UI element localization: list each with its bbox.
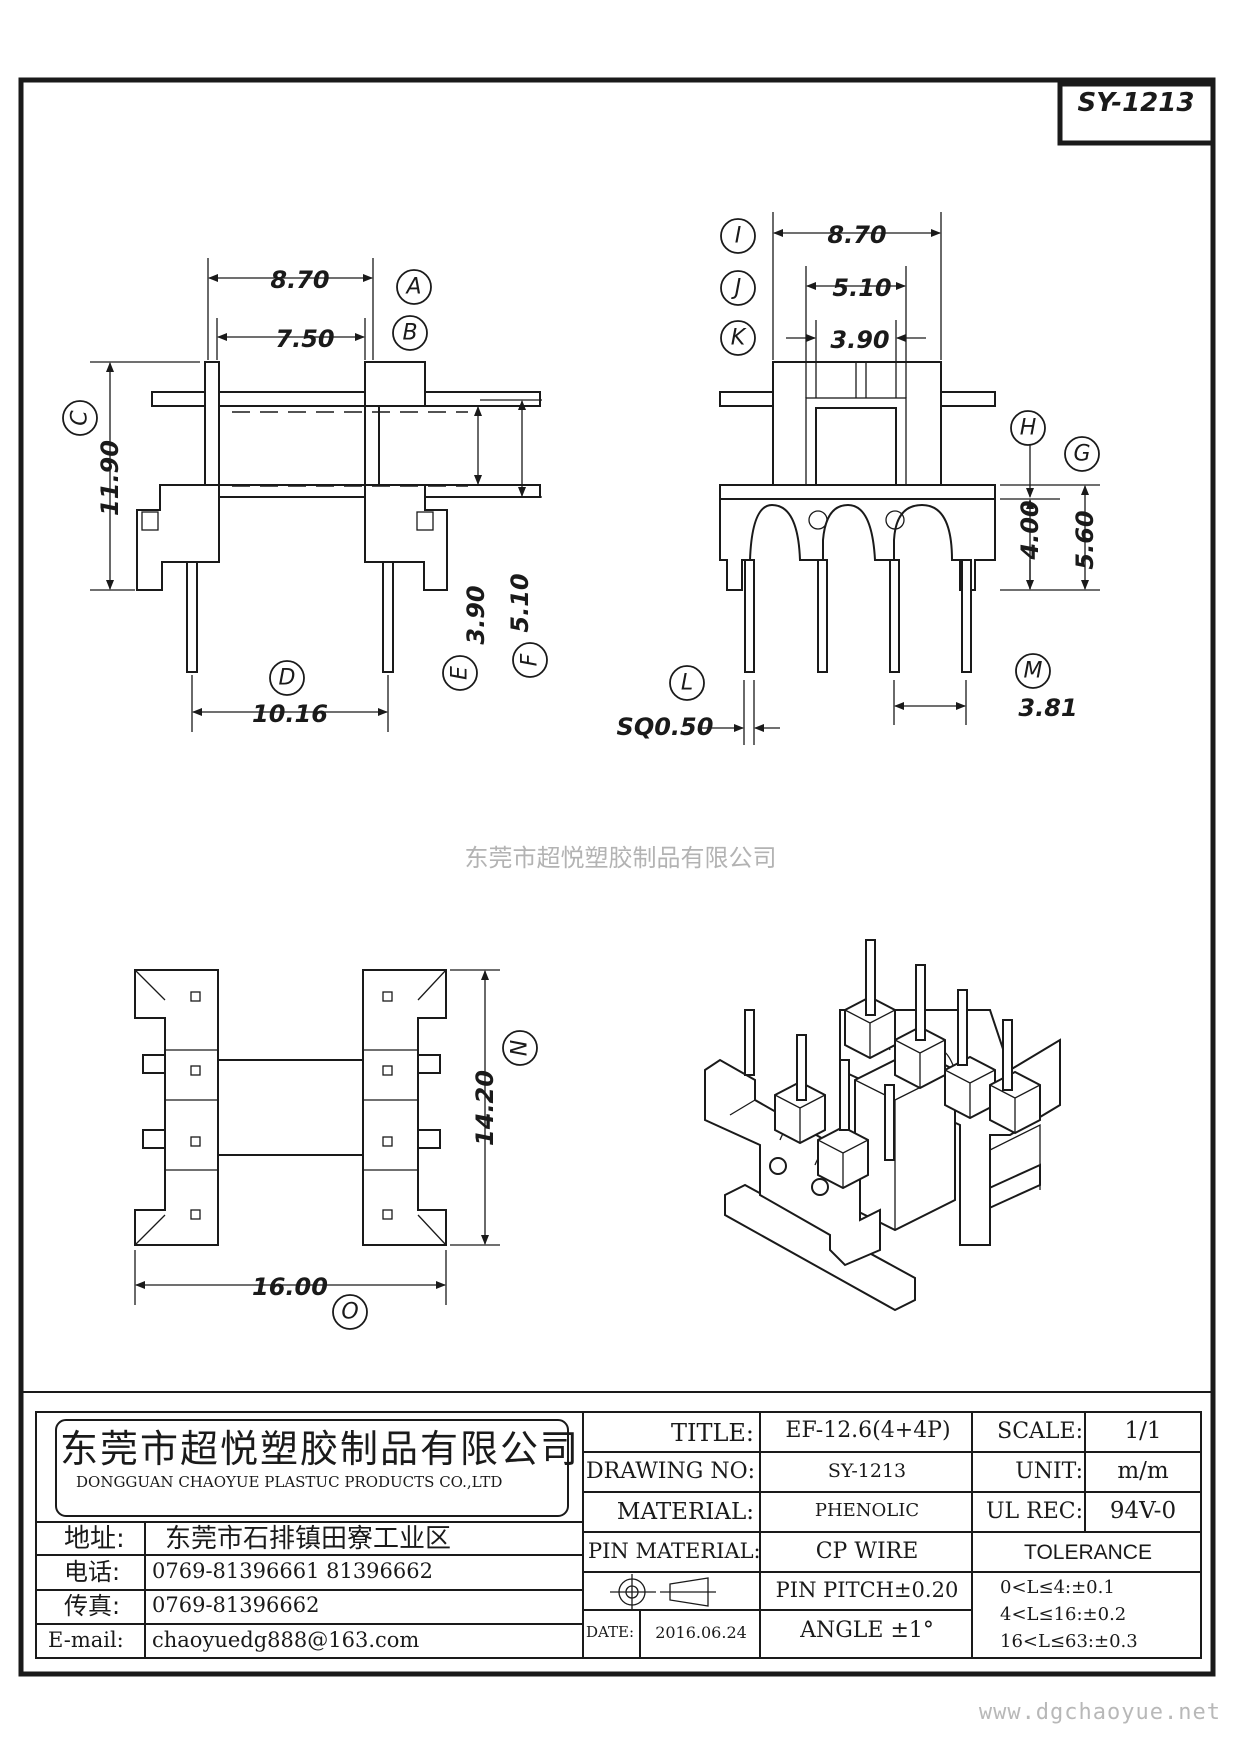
angle-tolerance: ANGLE ±1° — [800, 1618, 934, 1643]
callout-m: M — [1015, 653, 1051, 689]
callout-k: K — [720, 320, 756, 356]
ul-value: 94V-0 — [1109, 1498, 1177, 1524]
top-view — [134, 969, 447, 1246]
svg-text:C: C — [68, 410, 93, 426]
drawing-code-box — [1057, 81, 1216, 146]
dim-side-inner: 7.50 — [275, 325, 334, 353]
tolerance-range-3: 16<L≤63:±0.3 — [1000, 1631, 1138, 1652]
svg-text:G: G — [1073, 442, 1090, 467]
ul-label: UL REC: — [985, 1499, 1083, 1524]
drawing-frame — [18, 77, 1216, 1677]
email-label: E-mail: — [48, 1628, 124, 1652]
unit-label: UNIT: — [1015, 1459, 1083, 1484]
svg-text:J: J — [731, 276, 742, 301]
fax-label: 传真: — [64, 1592, 121, 1620]
title-label: TITLE: — [670, 1419, 754, 1447]
svg-text:L: L — [681, 671, 693, 696]
projection-symbol — [610, 1574, 716, 1610]
callout-f: F — [512, 642, 548, 678]
material-label: MATERIAL: — [616, 1499, 754, 1525]
svg-text:D: D — [279, 666, 296, 691]
website-url: www.dgchaoyue.net — [978, 1700, 1221, 1725]
svg-text:E: E — [448, 666, 473, 680]
callout-i: I — [720, 218, 756, 254]
svg-text:A: A — [404, 275, 421, 300]
pin-pitch-tolerance: PIN PITCH±0.20 — [775, 1578, 959, 1602]
isometric-view — [704, 939, 1061, 1312]
phone-value: 0769-81396661 81396662 — [152, 1559, 433, 1583]
pin-material-value: CP WIRE — [815, 1539, 919, 1564]
dim-top-length: 14.20 — [471, 1070, 499, 1146]
svg-text:F: F — [518, 653, 543, 666]
dim-side-outer: 8.70 — [270, 266, 329, 294]
front-view-dimensions — [700, 212, 1100, 745]
watermark: 东莞市超悦塑胶制品有限公司 — [464, 844, 777, 872]
dim-front-mid: 5.10 — [832, 274, 891, 302]
callout-c: C — [62, 400, 98, 436]
tolerance-range-1: 0<L≤4:±0.1 — [1000, 1577, 1115, 1598]
callout-l: L — [669, 665, 705, 701]
svg-text:N: N — [508, 1040, 533, 1056]
dim-side-window-inner: 3.90 — [462, 585, 490, 644]
date-value: 2016.06.24 — [655, 1623, 747, 1642]
scale-value: 1/1 — [1124, 1418, 1162, 1444]
callout-g: G — [1064, 436, 1100, 472]
fax-value: 0769-81396662 — [152, 1593, 320, 1617]
front-view — [719, 361, 996, 673]
side-view — [136, 361, 541, 673]
material-value: PHENOLIC — [814, 1500, 920, 1521]
dim-side-pin-span: 10.16 — [252, 700, 328, 728]
callout-b: B — [392, 315, 428, 351]
dim-top-width: 16.00 — [252, 1273, 328, 1301]
address-label: 地址: — [64, 1524, 125, 1554]
dim-side-window-outer: 5.10 — [506, 573, 534, 632]
dim-front-outer: 8.70 — [827, 221, 886, 249]
date-label: DATE: — [586, 1623, 635, 1641]
tolerance-label: TOLERANCE — [1024, 1541, 1152, 1564]
svg-text:H: H — [1020, 416, 1037, 441]
callout-d: D — [269, 660, 305, 696]
dim-pin-square: SQ0.50 — [617, 713, 714, 741]
callout-a: A — [396, 269, 432, 305]
top-view-dimensions — [134, 969, 500, 1305]
drawing-code: SY-1213 — [1077, 88, 1195, 118]
tolerance-range-2: 4<L≤16:±0.2 — [1000, 1604, 1127, 1625]
side-view-dimensions — [90, 258, 542, 732]
phone-label: 电话: — [64, 1558, 121, 1586]
company-name-en: DONGGUAN CHAOYUE PLASTUC PRODUCTS CO.,LT… — [76, 1473, 503, 1491]
unit-value: m/m — [1117, 1458, 1169, 1484]
callout-n: N — [502, 1030, 538, 1066]
dim-pin-pitch: 3.81 — [1018, 694, 1077, 722]
pin-material-label: PIN MATERIAL: — [588, 1539, 761, 1563]
dim-front-base-total: 5.60 — [1071, 510, 1099, 569]
company-name-cn: 东莞市超悦塑胶制品有限公司 — [60, 1427, 581, 1471]
callout-h: H — [1010, 410, 1046, 446]
drawing-no-label: DRAWING NO: — [586, 1459, 756, 1484]
svg-text:B: B — [402, 321, 417, 346]
svg-text:O: O — [341, 1300, 358, 1325]
svg-text:M: M — [1024, 659, 1043, 684]
callout-e: E — [442, 655, 478, 691]
dim-front-base-h: 4.00 — [1016, 500, 1044, 560]
dim-front-inner: 3.90 — [830, 326, 889, 354]
email-value: chaoyuedg888@163.com — [152, 1628, 420, 1652]
svg-text:K: K — [731, 326, 747, 351]
drawing-no-value: SY-1213 — [827, 1460, 907, 1482]
callout-j: J — [720, 270, 756, 306]
dim-side-height: 11.90 — [96, 440, 124, 516]
title-block-grid — [21, 1391, 1213, 1659]
address-value: 东莞市石排镇田寮工业区 — [165, 1524, 452, 1554]
svg-text:I: I — [735, 224, 742, 249]
title-value: EF-12.6(4+4P) — [785, 1418, 951, 1443]
scale-label: SCALE: — [997, 1419, 1083, 1444]
callout-o: O — [332, 1294, 368, 1330]
